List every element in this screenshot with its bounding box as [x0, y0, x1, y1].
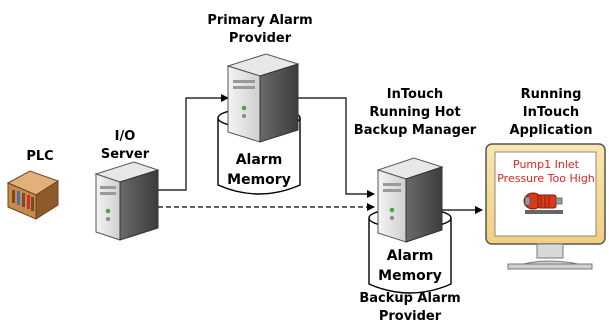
backup-alarm-memory-label: Alarm Memory	[378, 248, 442, 284]
running-application-label: Running InTouch Application	[509, 87, 593, 138]
hot-backup-manager-label: InTouch Running Hot Backup Manager	[353, 87, 477, 138]
io-to-primary-connector	[158, 94, 229, 191]
plc-rack-icon	[6, 170, 60, 220]
io-server-tower-icon	[94, 161, 160, 241]
pump-icon	[523, 192, 563, 214]
backup-alarm-server-icon	[376, 157, 444, 243]
backup-alarm-provider-label: Backup Alarm Provider	[359, 291, 461, 324]
io-server-label: I/O Server	[100, 129, 150, 162]
monitor-icon	[485, 143, 606, 270]
primary-alarm-server-icon	[226, 53, 300, 143]
primary-alarm-memory-label: Alarm Memory	[227, 152, 291, 188]
plc-label: PLC	[26, 149, 54, 164]
alarm-message: Pump1 Inlet Pressure Too High	[497, 158, 595, 185]
primary-alarm-provider-label: Primary Alarm Provider	[207, 13, 313, 46]
primary-to-backup-connector	[298, 97, 375, 198]
